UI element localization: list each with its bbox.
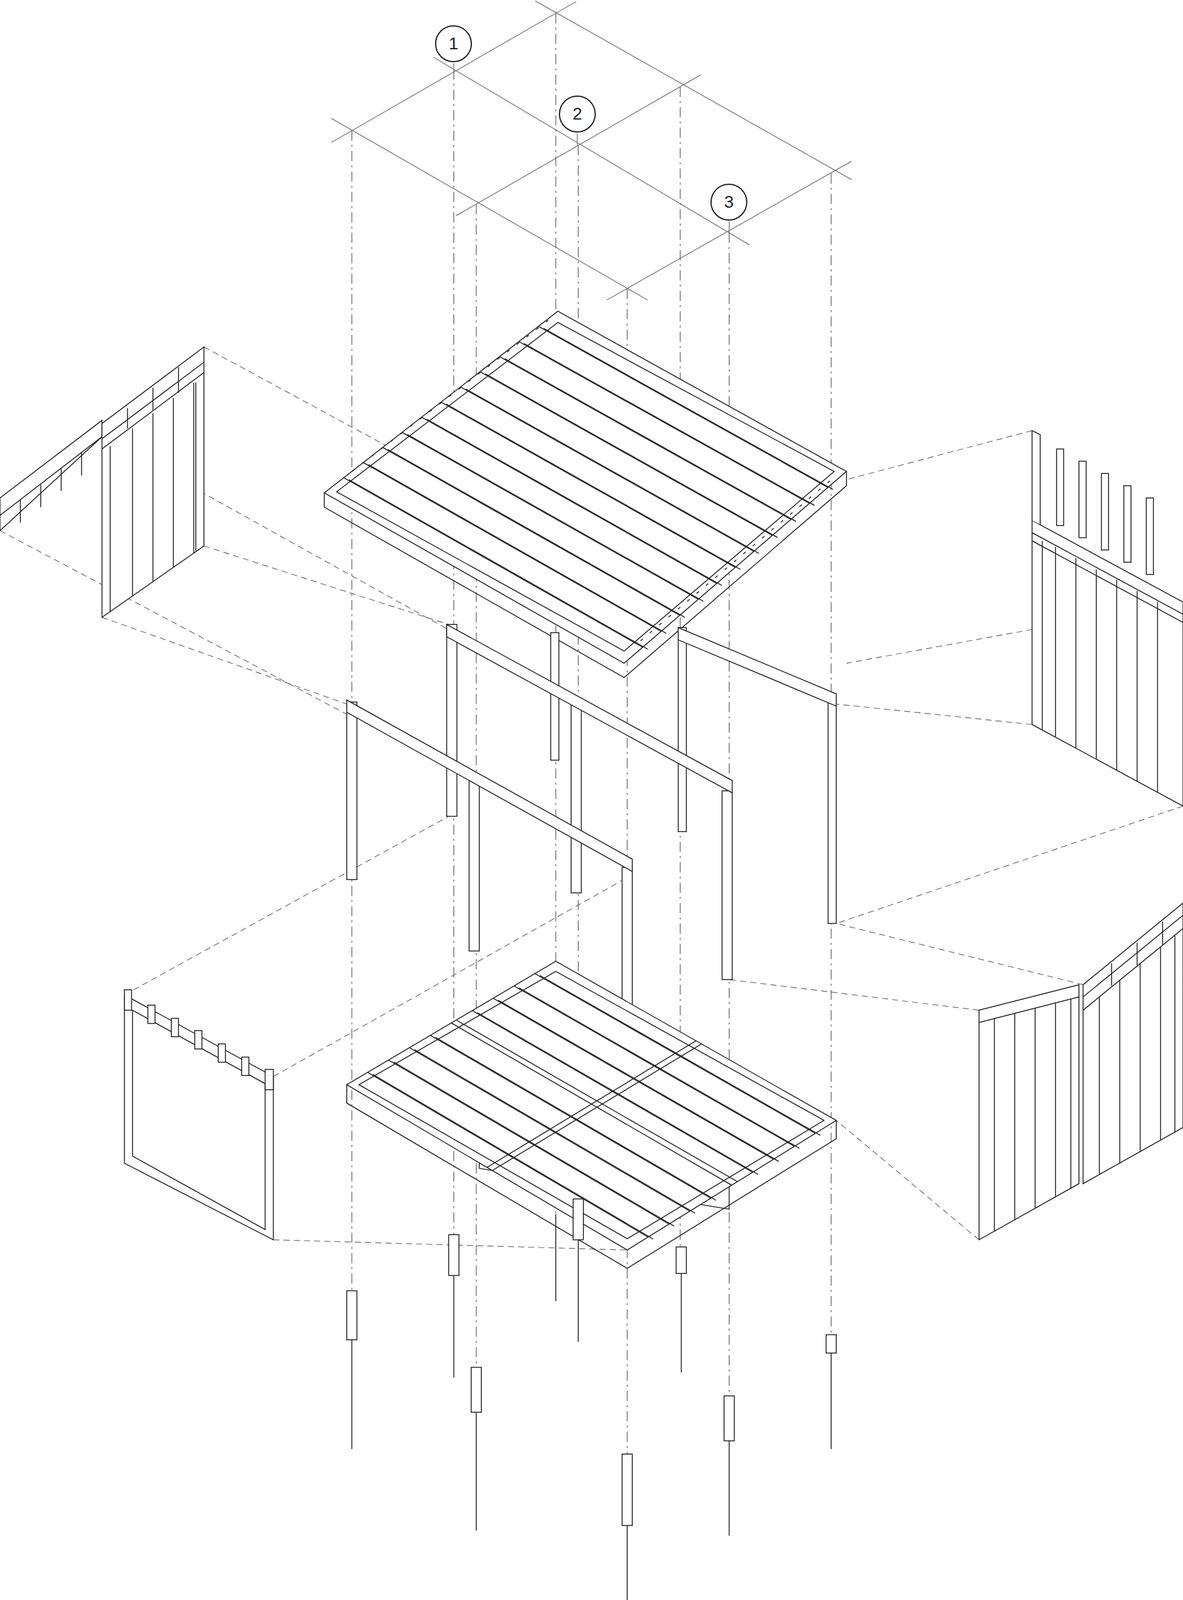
grid-number: 3: [723, 193, 734, 211]
floor-joist-frame: [346, 961, 837, 1301]
grid-number: 2: [572, 105, 583, 123]
right-gable-wall: [979, 902, 1183, 1240]
pile-footings: [346, 1198, 837, 1600]
left-lower-wall: [124, 989, 274, 1240]
right-upper-wall: [1032, 430, 1183, 806]
grid-bubble: 3: [710, 183, 748, 221]
grid-bubble: 1: [434, 25, 472, 63]
grid-bubble: 2: [558, 95, 596, 133]
roof-joist-frame: [324, 311, 846, 678]
left-gable-wall: [0, 346, 204, 618]
structural-grid: [331, 1, 852, 301]
projection-lines: [351, 13, 832, 1455]
grid-number: 1: [448, 35, 459, 53]
